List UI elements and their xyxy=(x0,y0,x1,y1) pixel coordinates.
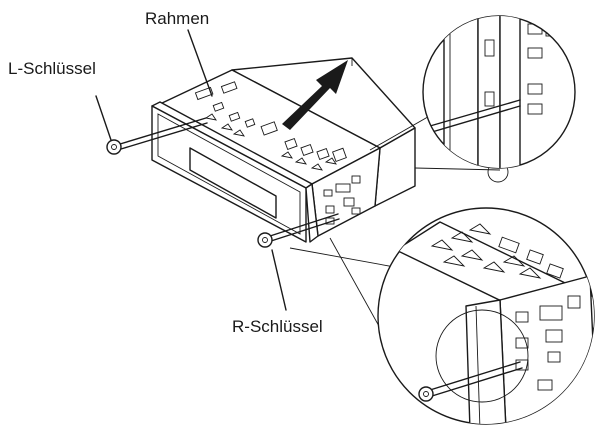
meter-unit xyxy=(151,57,416,243)
left-key xyxy=(95,95,208,155)
detail-key-ring xyxy=(418,386,434,402)
right-key xyxy=(257,213,340,311)
frame-leader xyxy=(187,29,213,97)
arrow-shape xyxy=(282,60,348,130)
label-frame: Rahmen xyxy=(145,9,209,28)
label-left-key: L-Schlüssel xyxy=(8,59,96,78)
label-right-key: R-Schlüssel xyxy=(232,317,323,336)
left-key-leader xyxy=(95,95,112,141)
insertion-arrow xyxy=(282,60,348,130)
detail-view-top xyxy=(422,15,576,169)
display-window xyxy=(189,147,277,219)
front-bezel xyxy=(151,105,307,243)
right-key-leader xyxy=(271,249,287,311)
side-slots xyxy=(323,175,361,225)
detail-view-bottom xyxy=(377,207,595,425)
frame-slots xyxy=(194,81,347,171)
